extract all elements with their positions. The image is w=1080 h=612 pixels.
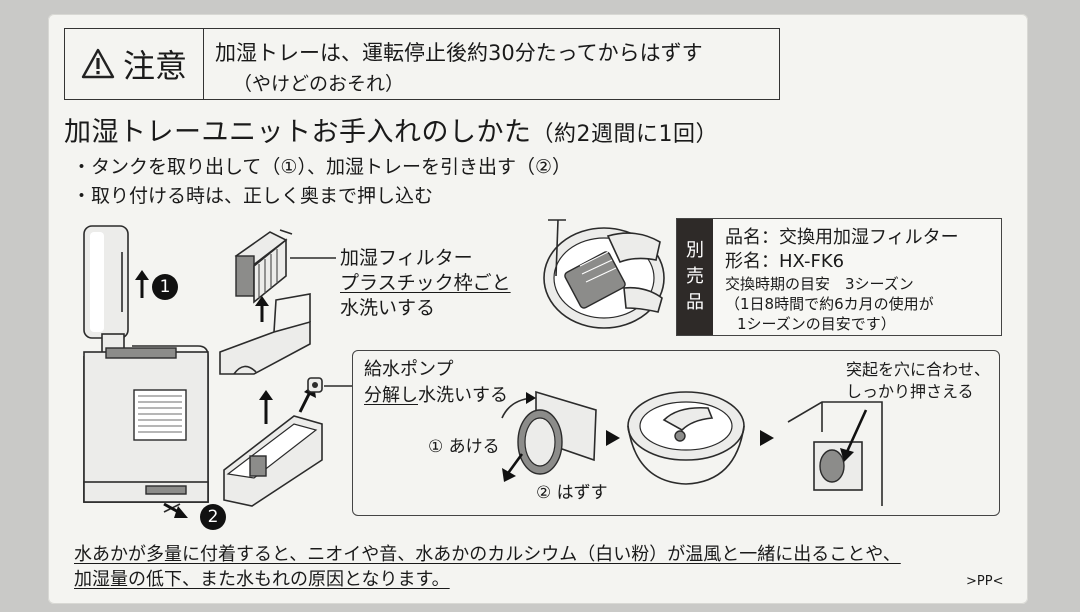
warning-triangle-icon xyxy=(81,48,115,79)
product-name: 品名：交換用加湿フィルター xyxy=(725,227,959,248)
pump-instruction: 分解し水洗いする xyxy=(364,381,508,407)
pump-part-icon xyxy=(307,377,352,393)
step-2-badge: 2 xyxy=(200,504,226,530)
filter-leader-line xyxy=(290,257,336,259)
caution-header: 注意 xyxy=(65,29,204,99)
filter-tray-illustration xyxy=(219,229,323,507)
bullet-remove-tank: ・タンクを取り出して（①）、加湿トレーを引き出す（②） xyxy=(72,156,571,178)
material-mark: >PP< xyxy=(966,574,1004,589)
pump-open-label: ① あける xyxy=(428,437,500,457)
align-instruction-2: しっかり押さえる xyxy=(846,382,974,401)
usage-note-2: 1シーズンの目安です） xyxy=(737,315,896,333)
next-arrow-1-icon xyxy=(606,430,620,446)
footer-warning-line2: 加湿量の低下、また水もれの原因となります。 xyxy=(74,569,450,590)
usage-note-1: （1日8時間で約6カ月の使用が xyxy=(725,295,934,313)
bullet-insert: ・取り付ける時は、正しく奥まで押し込む xyxy=(72,185,434,207)
tag-char-2: 売 xyxy=(686,266,704,287)
arrow-up-step1 xyxy=(135,270,149,298)
pump-remove-label: ② はずす xyxy=(536,483,608,503)
pump-wash: 水洗いする xyxy=(418,385,508,406)
humidifier-illustration xyxy=(83,225,209,513)
sold-separately-tag: 別 売 品 xyxy=(677,219,713,335)
caution-word: 注意 xyxy=(122,47,187,85)
title-main: 加湿トレーユニットお手入れのしかた xyxy=(64,117,532,148)
filter-action: 水洗いする xyxy=(340,297,436,319)
filter-frame: プラスチック枠ごと xyxy=(340,272,511,294)
caution-text: 加湿トレーは、運転停止後約30分たってからはずす xyxy=(215,41,703,65)
washing-filter-illustration xyxy=(543,219,665,329)
tag-char-1: 別 xyxy=(686,240,704,261)
pump-disassemble: 分解し xyxy=(364,385,418,406)
pump-attach-illustration xyxy=(787,401,883,506)
next-arrow-2-icon xyxy=(760,430,774,446)
footer-warning-line1: 水あかが多量に付着すると、ニオイや音、水あかのカルシウム（白い粉）が温風と一緒に… xyxy=(74,544,901,565)
arrow-out-step2 xyxy=(163,502,188,518)
caution-subtext: （やけどのおそれ） xyxy=(233,73,405,95)
step-1-badge: 1 xyxy=(152,274,178,300)
pump-name: 給水ポンプ xyxy=(364,359,454,380)
sold-separately-box: 別 売 品 品名：交換用加湿フィルター 形名：HX-FK6 交換時期の目安 3シ… xyxy=(676,218,1002,336)
align-instruction-1: 突起を穴に合わせ、 xyxy=(846,360,991,379)
pump-cleaning-box xyxy=(352,350,1000,516)
replacement-interval: 交換時期の目安 3シーズン xyxy=(725,275,914,293)
page-title: 加湿トレーユニットお手入れのしかた（約2週間に1回） xyxy=(64,110,718,149)
product-model: 形名：HX-FK6 xyxy=(725,251,845,272)
title-interval: （約2週間に1回） xyxy=(531,122,718,147)
pump-washing-illustration xyxy=(627,391,745,485)
pump-disassembly-illustration xyxy=(501,390,597,482)
tag-char-3: 品 xyxy=(686,292,704,313)
caution-box: 注意 加湿トレーは、運転停止後約30分たってからはずす （やけどのおそれ） xyxy=(64,28,780,100)
filter-name: 加湿フィルター xyxy=(340,247,473,269)
